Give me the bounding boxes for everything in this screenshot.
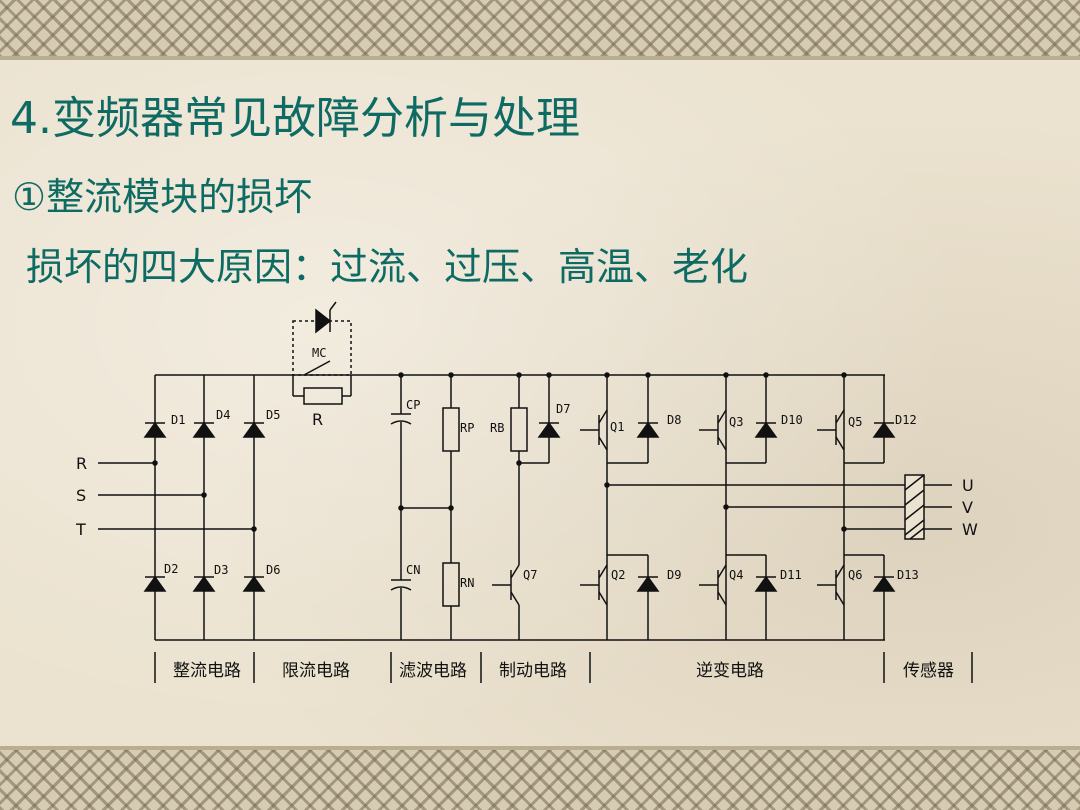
- diode-label-d4: D4: [216, 408, 230, 422]
- bottom-border-edge: [0, 746, 1080, 750]
- transistor-label-q5: Q5: [848, 415, 862, 429]
- current-sensor: [904, 474, 925, 540]
- diode-label-d2: D2: [164, 562, 178, 576]
- output-label-u: U: [962, 476, 974, 495]
- filter-resistors: [442, 372, 460, 640]
- failure-causes-text: 损坏的四大原因：过流、过压、高温、老化: [26, 245, 749, 289]
- filter-capacitors: [390, 372, 454, 640]
- diode-label-d11: D11: [780, 568, 802, 582]
- section-label-sensor: 传感器: [903, 661, 954, 681]
- transistor-label-q7: Q7: [523, 568, 537, 582]
- section-label-rectifier: 整流电路: [173, 661, 241, 681]
- diode-label-d5: D5: [266, 408, 280, 422]
- section-label-brake: 制动电路: [499, 661, 567, 681]
- transistor-label-q3: Q3: [729, 415, 743, 429]
- diode-label-d3: D3: [214, 563, 228, 577]
- diode-label-d12: D12: [895, 413, 917, 427]
- input-label-r: R: [76, 454, 87, 473]
- bottom-decorative-border: [0, 748, 1080, 810]
- top-decorative-border: [0, 0, 1080, 58]
- diode-label-d10: D10: [781, 413, 803, 427]
- diode-label-d1: D1: [171, 413, 185, 427]
- section-label-limiting: 限流电路: [282, 661, 350, 681]
- section-label-filter: 滤波电路: [399, 661, 467, 681]
- resistor-label-rp: RP: [460, 421, 474, 435]
- inverter-leg-2: [699, 372, 778, 640]
- top-border-edge: [0, 56, 1080, 60]
- diode-label-d8: D8: [667, 413, 681, 427]
- capacitor-label-cn: CN: [406, 563, 420, 577]
- input-label-s: S: [76, 486, 86, 505]
- transistor-label-q4: Q4: [729, 568, 743, 582]
- section-label-inverter: 逆变电路: [696, 661, 764, 681]
- output-label-v: V: [962, 498, 973, 517]
- input-label-t: T: [75, 520, 86, 539]
- resistor-label-r: R: [312, 410, 323, 429]
- output-label-w: W: [962, 520, 978, 539]
- resistor-label-rb: RB: [490, 421, 504, 435]
- input-lines: [98, 460, 257, 532]
- relay-label-mc: MC: [312, 346, 326, 360]
- transistor-label-q1: Q1: [610, 420, 624, 434]
- inverter-leg-1: [580, 372, 660, 640]
- inverter-leg-3: [817, 372, 896, 640]
- transistor-label-q6: Q6: [848, 568, 862, 582]
- diode-label-d6: D6: [266, 563, 280, 577]
- slide-subtitle: ①整流模块的损坏: [12, 175, 313, 219]
- rectifier-leg-1: [143, 375, 167, 640]
- diode-label-d7: D7: [556, 402, 570, 416]
- diode-label-d13: D13: [897, 568, 919, 582]
- slide-title: 4.变频器常见故障分析与处理: [10, 93, 580, 144]
- section-dividers: [154, 652, 973, 683]
- output-lines: [607, 484, 952, 530]
- brake-circuit: [492, 372, 561, 640]
- rectifier-leg-3: [242, 375, 266, 640]
- rectifier-leg-2: [192, 375, 216, 640]
- resistor-label-rn: RN: [460, 576, 474, 590]
- capacitor-label-cp: CP: [406, 398, 420, 412]
- current-limiting-circuit: [292, 301, 352, 405]
- transistor-label-q2: Q2: [611, 568, 625, 582]
- diode-label-d9: D9: [667, 568, 681, 582]
